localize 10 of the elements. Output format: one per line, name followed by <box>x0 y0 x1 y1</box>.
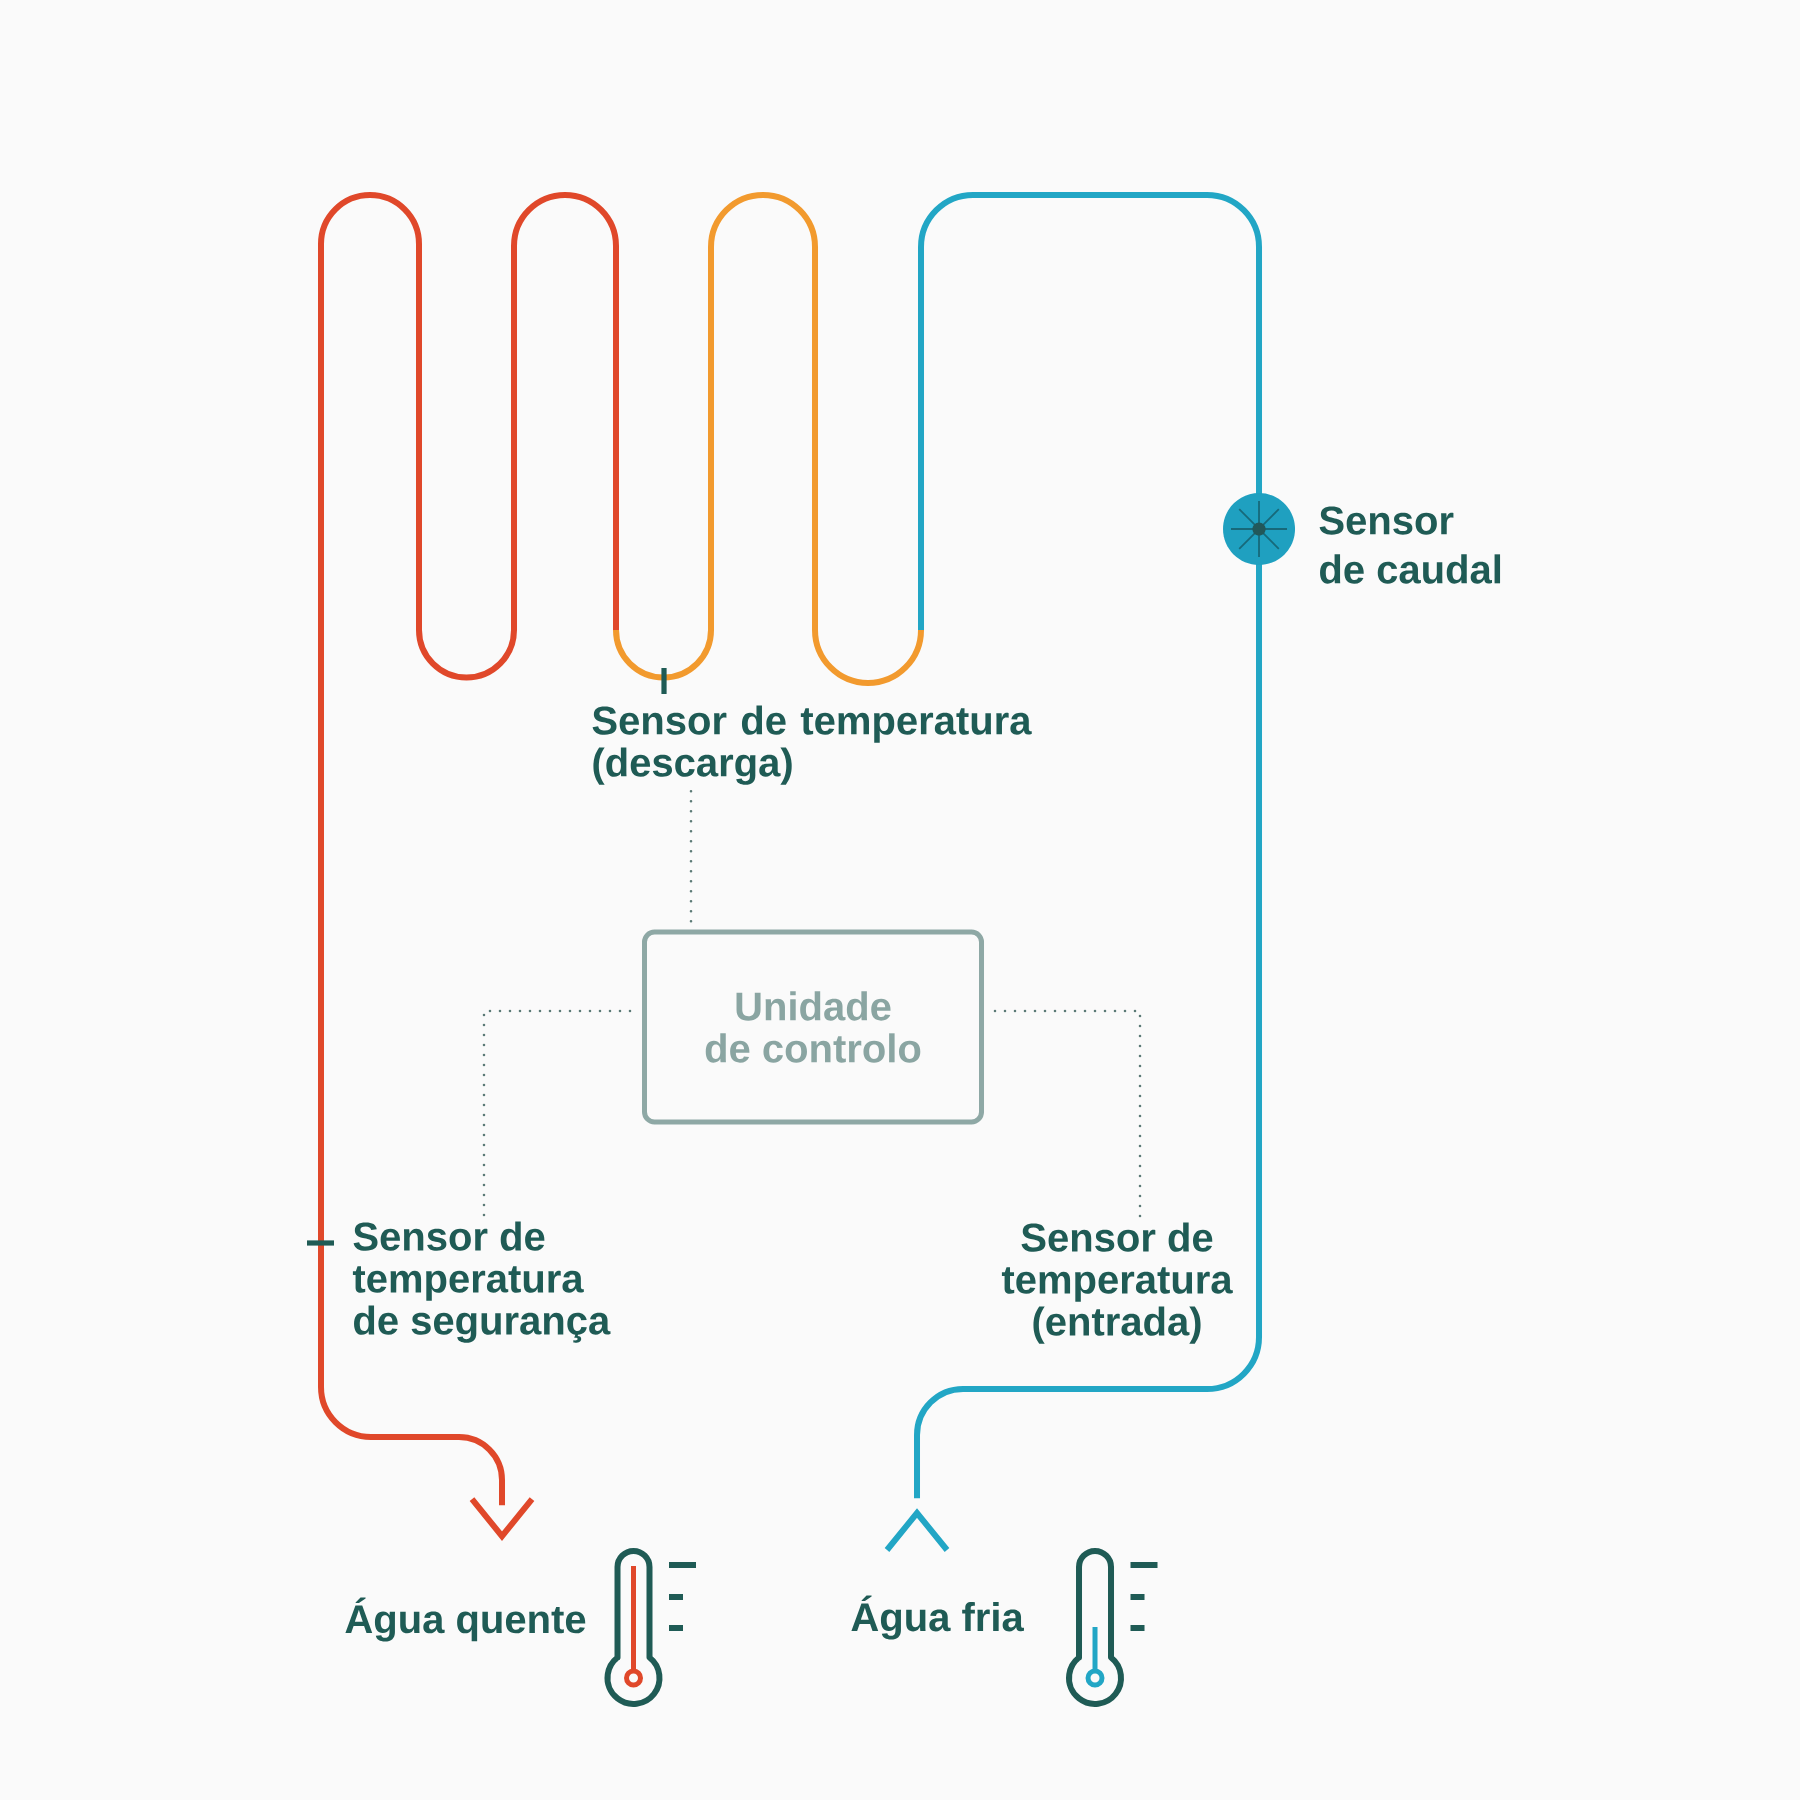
sensor-label: Sensor de temperatura (descarga) <box>592 705 1032 785</box>
water-label: Água quente <box>345 1597 586 1642</box>
pipe-arrow <box>318 192 619 1541</box>
control-box: Unidade de controlo <box>642 929 984 1125</box>
pipe <box>914 192 1262 1499</box>
dotted-connector <box>689 789 693 925</box>
sensor-label: Sensor de caudal <box>1319 506 1501 584</box>
sensor-label: Sensor de temperatura de segurança <box>352 1221 611 1343</box>
water-label: Água fria <box>851 1595 1024 1640</box>
sensor-label: Sensor de temperatura (entrada) <box>1001 1222 1233 1344</box>
